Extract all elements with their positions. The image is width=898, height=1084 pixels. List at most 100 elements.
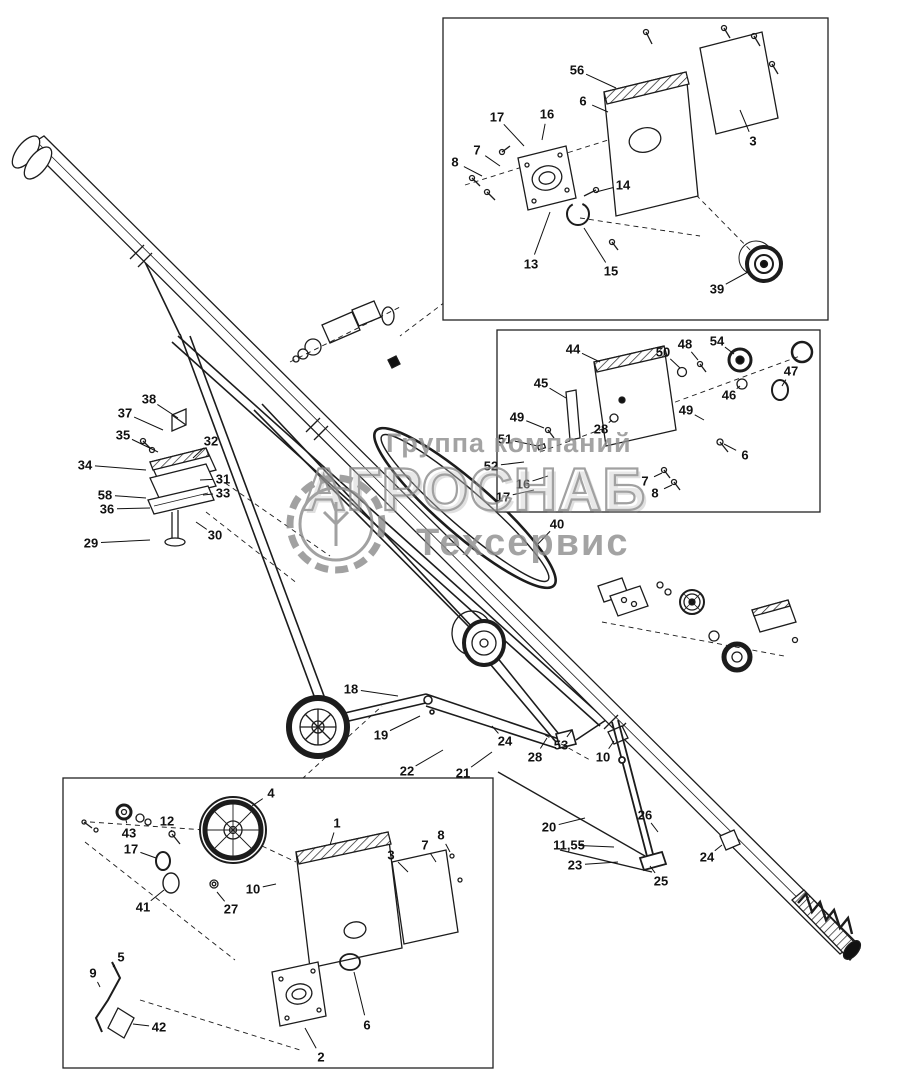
- leader-line: [608, 419, 613, 424]
- part-label-45: 45: [534, 376, 548, 391]
- leader-line: [724, 346, 735, 355]
- leader-line: [541, 123, 546, 141]
- leader-line: [100, 539, 151, 543]
- part-label-16: 16: [516, 477, 530, 492]
- part-label-27: 27: [224, 902, 238, 917]
- part-label-6: 6: [579, 94, 586, 109]
- part-label-51: 51: [498, 432, 512, 447]
- tube-clamp-2: [719, 829, 741, 851]
- part-label-48: 48: [678, 337, 692, 352]
- part-label-56: 56: [570, 63, 584, 78]
- inset-top-right-art: [464, 24, 783, 283]
- leader-line: [650, 822, 659, 833]
- leader-line: [170, 829, 173, 833]
- part-label-38: 38: [142, 392, 156, 407]
- leader-line: [262, 883, 277, 888]
- part-label-16: 16: [540, 107, 554, 122]
- part-label-49: 49: [679, 403, 693, 418]
- part-label-35: 35: [116, 428, 130, 443]
- leader-line: [581, 352, 601, 363]
- part-label-13: 13: [524, 257, 538, 272]
- part-label-24: 24: [498, 734, 513, 749]
- leader-line: [503, 123, 525, 147]
- part-label-49: 49: [510, 410, 524, 425]
- leader-line: [535, 530, 551, 547]
- part-label-46: 46: [722, 388, 736, 403]
- leader-line: [199, 478, 214, 481]
- auger-flighting: [791, 889, 862, 961]
- leader-line: [526, 420, 545, 429]
- part-label-39: 39: [710, 282, 724, 297]
- leader-line: [353, 971, 366, 1016]
- part-label-8: 8: [437, 828, 444, 843]
- leader-line: [150, 889, 165, 902]
- leader-line: [415, 749, 444, 767]
- leader-line: [389, 715, 421, 732]
- leader-line: [112, 964, 116, 968]
- leader-line: [781, 379, 787, 387]
- part-label-42: 42: [152, 1020, 166, 1035]
- transport-wheels: [286, 610, 506, 759]
- part-label-22: 22: [400, 764, 414, 779]
- part-label-30: 30: [208, 528, 222, 543]
- dashed-connectors: [205, 301, 591, 780]
- leader-line: [694, 414, 705, 421]
- part-label-25: 25: [654, 874, 668, 889]
- part-label-2: 2: [317, 1050, 324, 1065]
- part-label-3: 3: [749, 134, 756, 149]
- leader-line: [512, 489, 535, 496]
- leader-line: [669, 358, 681, 369]
- part-label-19: 19: [374, 728, 388, 743]
- leader-line: [131, 438, 159, 453]
- part-label-8: 8: [451, 155, 458, 170]
- part-label-3: 3: [387, 848, 394, 863]
- leader-line: [514, 440, 539, 447]
- leader-line: [430, 853, 437, 863]
- leader-line: [94, 465, 147, 471]
- main-drawing: [11, 135, 862, 961]
- part-label-33: 33: [216, 486, 230, 501]
- leader-line: [533, 211, 551, 255]
- part-label-18: 18: [344, 682, 358, 697]
- leader-line: [578, 844, 615, 848]
- part-label-34: 34: [78, 458, 93, 473]
- leader-line: [97, 981, 101, 988]
- leader-line: [202, 493, 214, 496]
- leader-line: [251, 798, 264, 807]
- callout-box-bottom-left: [62, 777, 494, 1069]
- leader-line: [329, 832, 335, 846]
- inset-art: [81, 24, 814, 1051]
- leader-line: [304, 1027, 317, 1049]
- part-label-50: 50: [656, 345, 670, 360]
- part-label-4: 4: [267, 786, 275, 801]
- right-idler-parts: [597, 577, 799, 673]
- part-label-17: 17: [124, 842, 138, 857]
- part-label-53: 53: [554, 738, 568, 753]
- leader-line: [360, 689, 399, 697]
- leader-line: [649, 865, 656, 874]
- part-label-21: 21: [456, 766, 470, 781]
- leader-line: [445, 843, 451, 853]
- leader-line: [583, 227, 607, 263]
- part-label-6: 6: [363, 1018, 370, 1033]
- part-label-15: 15: [604, 264, 618, 279]
- leader-line: [532, 475, 549, 482]
- part-label-9: 9: [89, 966, 96, 981]
- leader-line: [216, 891, 226, 902]
- part-label-24: 24: [700, 850, 715, 865]
- part-label-1: 1: [333, 816, 340, 831]
- part-label-20: 20: [542, 820, 556, 835]
- leader-line: [663, 484, 673, 490]
- leader-line: [595, 187, 614, 193]
- part-label-41: 41: [136, 900, 150, 915]
- leader-line: [566, 729, 573, 738]
- part-label-52: 52: [484, 459, 498, 474]
- leader-line: [484, 155, 501, 167]
- leader-line: [470, 751, 493, 768]
- inset-bottom-left-art: [81, 796, 463, 1051]
- leader-line: [549, 387, 567, 399]
- v-belt: [373, 426, 557, 590]
- leader-line: [723, 443, 737, 451]
- part-label-14: 14: [616, 178, 631, 193]
